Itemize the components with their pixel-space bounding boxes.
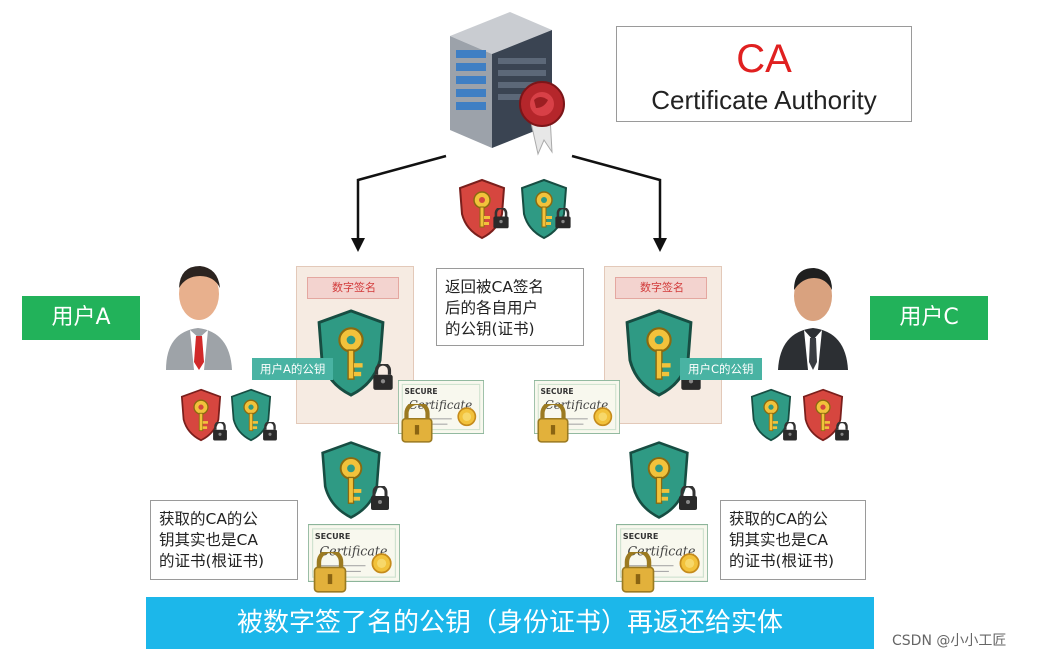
user-a-public-key-label: 用户A的公钥: [252, 358, 334, 380]
padlock-icon: [554, 208, 572, 230]
padlock-icon: [678, 486, 698, 512]
watermark: CSDN @小小工匠: [892, 633, 1007, 649]
user-c-public-key-label: 用户C的公钥: [680, 358, 762, 380]
padlock-icon: [212, 422, 228, 442]
returned-certificate-note: 返回被CA签名 后的各自用户 的公钥(证书): [436, 268, 584, 346]
user-c-avatar-icon: [778, 268, 848, 370]
user-c-label: 用户C: [870, 296, 988, 340]
padlock-icon: [782, 422, 798, 442]
root-certificate-note-left: 获取的CA的公 钥其实也是CA 的证书(根证书): [150, 500, 298, 580]
digital-signature-band: 数字签名: [615, 277, 707, 299]
distribution-arrows: [351, 154, 667, 252]
user-a-avatar-icon: [166, 266, 232, 370]
gold-padlock-icon: [400, 404, 434, 444]
padlock-icon: [834, 422, 850, 442]
gold-padlock-icon: [620, 552, 656, 594]
summary-banner: 被数字签了名的公钥（身份证书）再返还给实体: [146, 597, 874, 649]
digital-signature-band: 数字签名: [307, 277, 399, 299]
padlock-icon: [262, 422, 278, 442]
root-certificate-note-right: 获取的CA的公 钥其实也是CA 的证书(根证书): [720, 500, 866, 580]
padlock-icon: [492, 208, 510, 230]
user-a-label: 用户A: [22, 296, 140, 340]
padlock-icon: [372, 364, 394, 392]
ca-title: CA: [736, 37, 792, 81]
ca-server-icon: [450, 12, 565, 156]
padlock-icon: [370, 486, 390, 512]
ca-title-box: CA Certificate Authority: [616, 26, 912, 122]
ca-subtitle: Certificate Authority: [651, 85, 877, 115]
gold-padlock-icon: [536, 404, 570, 444]
gold-padlock-icon: [312, 552, 348, 594]
